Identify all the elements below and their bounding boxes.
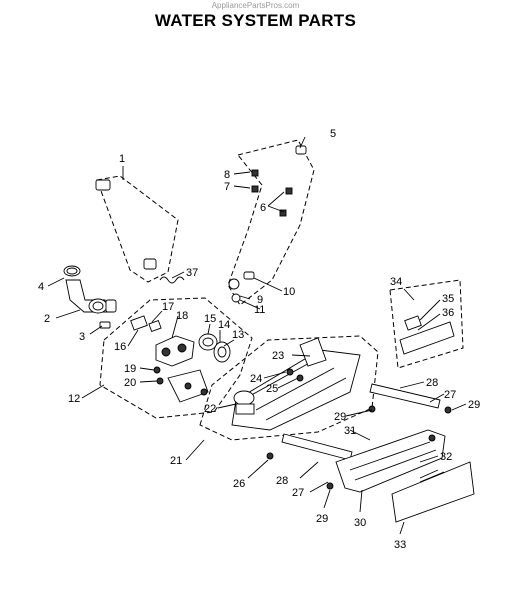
- callout-13: 13: [232, 329, 244, 341]
- watermark: AppliancePartsPros.com: [211, 1, 300, 10]
- callout-6: 6: [260, 202, 266, 214]
- callout-31: 31: [344, 425, 356, 437]
- callout-27: 27: [444, 389, 456, 401]
- callout-12: 12: [68, 393, 80, 405]
- callout-36: 36: [442, 307, 454, 319]
- callout-29-middle: 29: [334, 411, 346, 423]
- hose-clamp: [159, 276, 185, 284]
- callout-2: 2: [44, 313, 50, 325]
- water-valve-assembly: [130, 315, 231, 403]
- detergent-dispenser: [399, 315, 455, 355]
- callout-14: 14: [218, 319, 230, 331]
- callout-29: 29: [468, 399, 480, 411]
- callout-27-lower: 27: [292, 487, 304, 499]
- callout-8: 8: [224, 169, 230, 181]
- water-tube-harness: [228, 145, 307, 303]
- callout-15: 15: [204, 313, 216, 325]
- callout-35: 35: [442, 293, 454, 305]
- callout-17: 17: [162, 301, 174, 313]
- inlet-fitting-assembly: [63, 265, 117, 329]
- callout-19: 19: [124, 363, 136, 375]
- callout-labels: 1 2 3 4 5 6 7 8 9 10 11 12 13 14 15 16 1…: [38, 128, 480, 551]
- callout-29-lower: 29: [316, 513, 328, 525]
- callout-11: 11: [254, 304, 265, 316]
- callout-1: 1: [119, 153, 125, 165]
- drawer-slides: [281, 383, 452, 493]
- dispenser-housing-assembly: [231, 337, 361, 460]
- callout-23: 23: [272, 350, 284, 362]
- callout-28-lower: 28: [276, 475, 288, 487]
- group-outline-34: [389, 279, 464, 369]
- callout-3: 3: [79, 331, 85, 343]
- group-outline-1: [96, 175, 179, 283]
- inlet-hose: [95, 179, 164, 270]
- callout-22: 22: [204, 403, 216, 415]
- callout-9: 9: [257, 294, 263, 306]
- callout-34: 34: [390, 276, 402, 288]
- callout-24: 24: [250, 373, 262, 385]
- leader-lines: [47, 136, 467, 535]
- drawer-front: [391, 461, 475, 523]
- callout-32: 32: [440, 451, 452, 463]
- callout-4: 4: [38, 281, 44, 293]
- callout-37: 37: [186, 267, 198, 279]
- callout-10: 10: [283, 286, 295, 298]
- callout-7: 7: [224, 181, 230, 193]
- callout-5: 5: [330, 128, 336, 140]
- group-outline-21: [199, 335, 379, 441]
- callout-18: 18: [176, 310, 188, 322]
- callout-21: 21: [170, 455, 182, 467]
- callout-25: 25: [266, 383, 278, 395]
- group-outline-5: [227, 139, 315, 306]
- callout-16: 16: [114, 341, 126, 353]
- callout-30: 30: [354, 517, 366, 529]
- diagram-title: WATER SYSTEM PARTS: [154, 11, 357, 30]
- callout-28: 28: [426, 377, 438, 389]
- callout-26: 26: [233, 478, 245, 490]
- group-outline-12: [99, 297, 253, 419]
- callout-20: 20: [124, 377, 136, 389]
- callout-33: 33: [394, 539, 406, 551]
